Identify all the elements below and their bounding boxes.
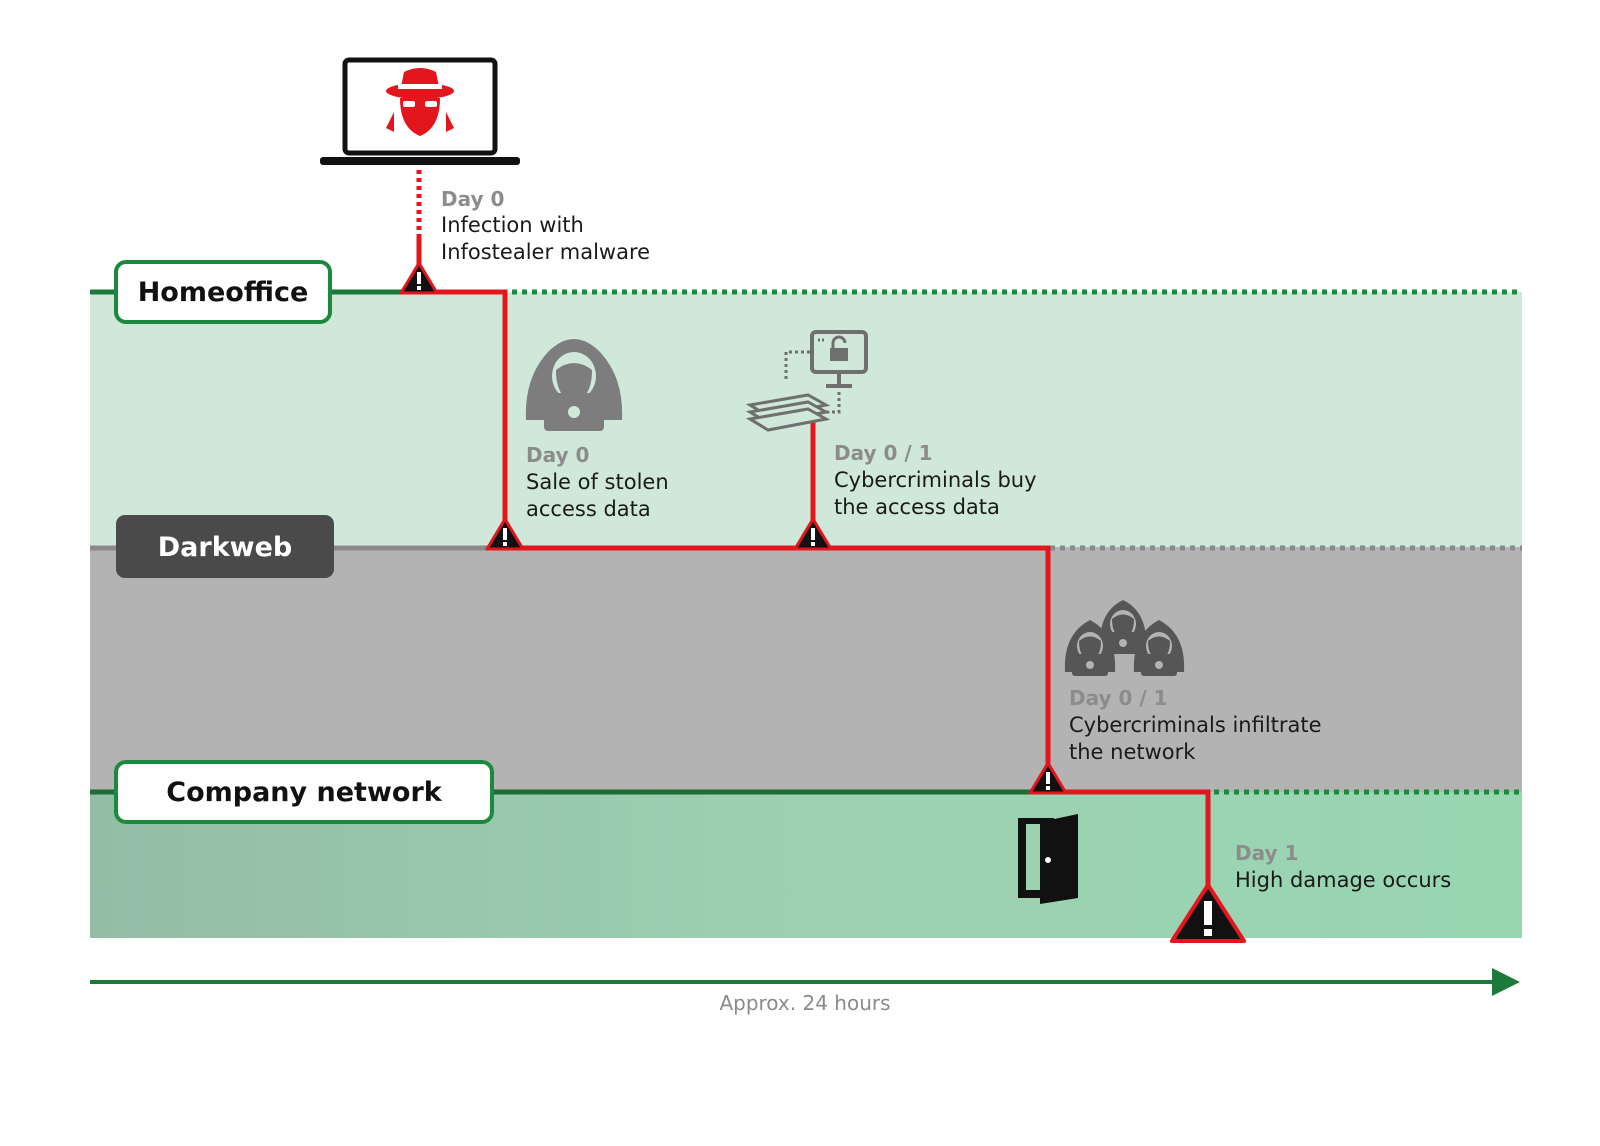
warning-icon <box>485 517 525 551</box>
event-3-line1: Cybercriminals buy <box>834 468 1037 492</box>
event-2-day: Day 0 <box>526 443 589 467</box>
event-1-line1: Infection with <box>441 213 584 237</box>
warning-icon <box>1028 761 1068 795</box>
hooded-hacker-icon <box>525 339 623 431</box>
event-5-line1: High damage occurs <box>1235 868 1451 892</box>
event-3-line2: the access data <box>834 495 1000 519</box>
event-1-day: Day 0 <box>441 187 504 211</box>
warning-icon-large <box>1170 883 1246 943</box>
time-axis-label: Approx. 24 hours <box>719 991 890 1015</box>
event-4-line2: the network <box>1069 740 1196 764</box>
event-5-day: Day 1 <box>1235 841 1298 865</box>
event-3-day: Day 0 / 1 <box>834 441 933 465</box>
event-2-line1: Sale of stolen <box>526 470 669 494</box>
homeoffice-label: Homeoffice <box>138 277 309 308</box>
warning-icon <box>793 517 833 551</box>
time-axis-arrow-icon <box>1492 968 1520 996</box>
event-2-line2: access data <box>526 497 651 521</box>
darkweb-label-box <box>116 515 334 578</box>
event-1-line2: Infostealer malware <box>441 240 650 264</box>
open-door-icon <box>1018 814 1078 904</box>
hacker-laptop-icon <box>320 57 520 165</box>
homeoffice-label-box <box>114 260 332 324</box>
hacker-group-icon <box>1064 600 1185 676</box>
company-label-box <box>114 760 494 824</box>
darkweb-band <box>90 547 1522 792</box>
event-4-line1: Cybercriminals infiltrate <box>1069 713 1322 737</box>
company-label: Company network <box>166 777 443 808</box>
darkweb-label: Darkweb <box>158 532 293 563</box>
warning-icon <box>399 261 439 295</box>
money-computer-lock-icon <box>745 330 868 432</box>
event-4-day: Day 0 / 1 <box>1069 686 1168 710</box>
